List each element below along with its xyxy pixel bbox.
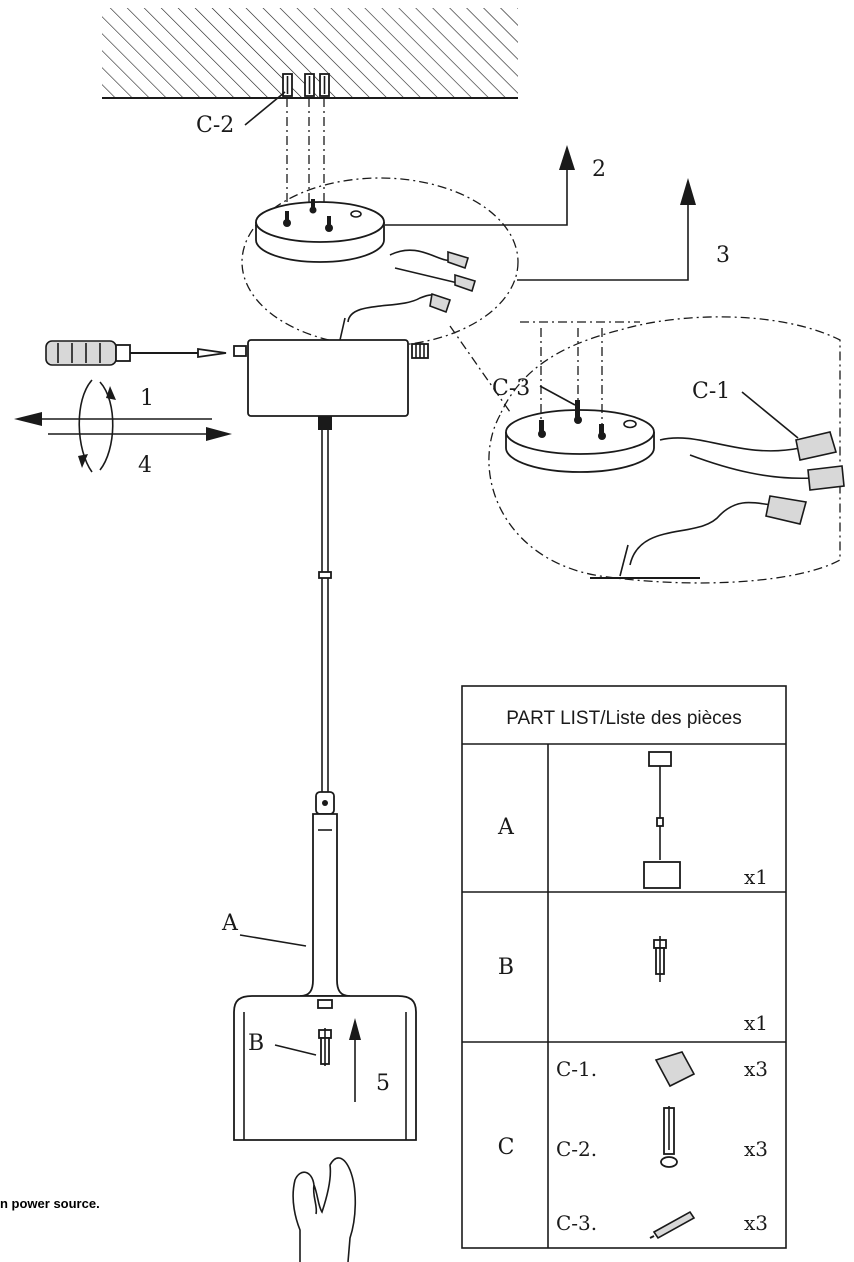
arrow-step-1 bbox=[14, 412, 212, 426]
arrow-step-3 bbox=[517, 178, 696, 281]
wires-upper bbox=[339, 249, 476, 341]
alignment-lines-lower bbox=[540, 328, 603, 424]
row-c2-qty: x3 bbox=[744, 1137, 768, 1161]
row-c-letter: C bbox=[498, 1135, 515, 1160]
label-b: B bbox=[248, 1031, 264, 1056]
label-c1: C-1 bbox=[692, 379, 730, 404]
ceiling-anchors bbox=[282, 73, 330, 97]
leader-c2 bbox=[244, 91, 286, 126]
row-c1-code: C-1. bbox=[556, 1057, 597, 1081]
rotation-arrows-icon bbox=[78, 379, 116, 473]
row-b-qty: x1 bbox=[744, 1011, 768, 1035]
row-c3-code: C-3. bbox=[556, 1211, 597, 1235]
label-step-3: 3 bbox=[716, 243, 730, 268]
bulb-icon bbox=[653, 936, 667, 982]
canopy-box bbox=[233, 339, 429, 430]
pendant-lamp-icon bbox=[643, 751, 681, 889]
pendant-stem bbox=[299, 791, 351, 997]
wall-anchor-icon bbox=[660, 1106, 678, 1168]
label-step-5: 5 bbox=[376, 1071, 390, 1096]
label-step-2: 2 bbox=[592, 157, 606, 182]
wire-connector-icon bbox=[654, 1051, 696, 1088]
screwdriver-icon bbox=[45, 340, 227, 366]
label-a: A bbox=[221, 911, 239, 936]
detail-ellipse-upper bbox=[241, 177, 519, 347]
pendant-shade bbox=[233, 995, 417, 1141]
pendant-cord bbox=[318, 430, 332, 792]
row-a-qty: x1 bbox=[744, 865, 768, 889]
row-c3-qty: x3 bbox=[744, 1211, 768, 1235]
row-c1-qty: x3 bbox=[744, 1057, 768, 1081]
parts-table: PART LIST/Liste des pièces A x1 B x1 C C… bbox=[461, 685, 787, 1249]
screw-icon bbox=[649, 1210, 696, 1240]
parts-table-header: PART LIST/Liste des pièces bbox=[506, 708, 742, 729]
label-c3: C-3 bbox=[492, 376, 530, 401]
label-step-4: 4 bbox=[138, 453, 152, 478]
label-c2: C-2 bbox=[196, 113, 234, 138]
arrow-step-5 bbox=[349, 1018, 361, 1102]
caption-text: n power source. bbox=[0, 1196, 100, 1211]
canopy-plate-lower bbox=[505, 400, 655, 473]
detail-ellipse-lower bbox=[488, 316, 841, 584]
detail-connector bbox=[449, 325, 511, 413]
hand-icon bbox=[292, 1157, 357, 1262]
arrow-step-2 bbox=[385, 145, 575, 226]
row-b-letter: B bbox=[498, 955, 514, 980]
row-c2-code: C-2. bbox=[556, 1137, 597, 1161]
bulb-b-icon bbox=[318, 1028, 332, 1066]
canopy-plate-upper bbox=[255, 199, 385, 263]
wires-lower bbox=[619, 431, 845, 577]
label-step-1: 1 bbox=[140, 386, 154, 411]
row-a-letter: A bbox=[497, 815, 515, 840]
arrow-step-4 bbox=[48, 427, 232, 441]
